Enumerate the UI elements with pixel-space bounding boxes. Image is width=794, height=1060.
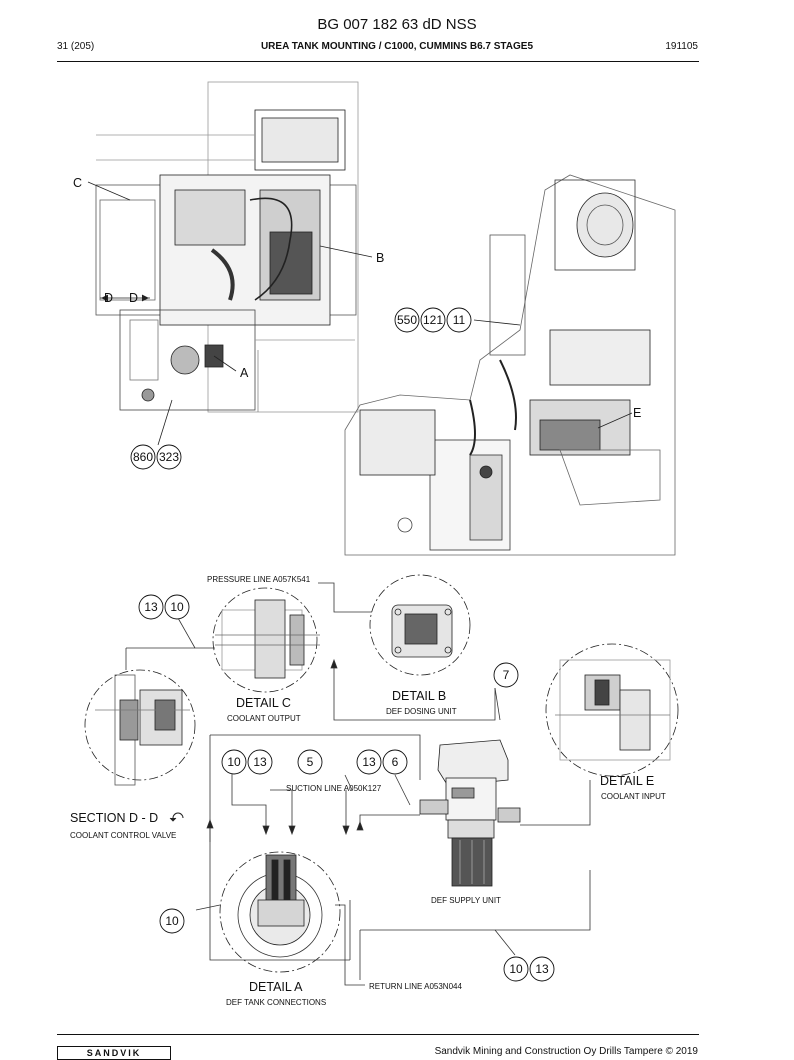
upper-right-engine-view <box>344 174 676 556</box>
item-bubble: 10 <box>509 962 523 976</box>
company-logo: SANDVIK <box>57 1046 171 1060</box>
bubble-group-13-6: 13 6 <box>356 749 408 775</box>
section-mark-d-left: D <box>104 291 113 305</box>
view-label-e: E <box>633 406 641 420</box>
view-label-b: B <box>376 251 384 265</box>
detail-a-view <box>219 851 341 973</box>
item-bubble: 7 <box>503 668 510 682</box>
item-bubble: 13 <box>362 755 376 769</box>
detail-c-title: DETAIL C <box>236 696 291 710</box>
section-dd-subtitle: COOLANT CONTROL VALVE <box>70 831 176 840</box>
item-bubble: 550 <box>397 313 417 327</box>
page-title: UREA TANK MOUNTING / C1000, CUMMINS B6.7… <box>260 41 534 52</box>
bubble-group-860-323: 860 323 <box>130 444 182 470</box>
detail-a-title: DETAIL A <box>249 980 303 994</box>
view-label-a: A <box>240 366 249 380</box>
item-bubble: 5 <box>307 755 314 769</box>
item-bubble: 10 <box>227 755 241 769</box>
section-dd-view <box>84 669 196 822</box>
section-mark-d-right: D <box>129 291 138 305</box>
connection-lines <box>125 582 591 986</box>
copyright-text: Sandvik Mining and Construction Oy Drill… <box>434 1046 698 1057</box>
item-bubble: 121 <box>423 313 443 327</box>
detail-b-title: DETAIL B <box>392 689 446 703</box>
document-number: BG 007 182 63 dD NSS <box>317 16 477 33</box>
def-supply-unit-label: DEF SUPPLY UNIT <box>431 896 501 905</box>
bubble-group-13-10-detail-c: 13 10 <box>138 594 190 620</box>
item-bubble: 13 <box>535 962 549 976</box>
return-line-label: RETURN LINE A053N044 <box>369 982 462 991</box>
header-rule <box>57 61 699 62</box>
detail-e-title: DETAIL E <box>600 774 654 788</box>
def-supply-unit-view <box>419 739 521 887</box>
view-label-c: C <box>73 176 82 190</box>
detail-e-subtitle: COOLANT INPUT <box>601 792 666 801</box>
detail-e-view <box>545 643 679 777</box>
detail-b-subtitle: DEF DOSING UNIT <box>386 707 457 716</box>
item-bubble: 13 <box>144 600 158 614</box>
revision-number: 191105 <box>665 41 698 52</box>
bubble-7: 7 <box>493 662 519 688</box>
bubble-group-550-121-11: 550 121 11 <box>394 307 472 333</box>
detail-a-subtitle: DEF TANK CONNECTIONS <box>226 998 326 1007</box>
section-dd-title: SECTION D - D <box>70 811 158 825</box>
upper-left-engine-view <box>87 81 373 446</box>
suction-line-label: SUCTION LINE A050K127 <box>286 784 382 793</box>
footer-rule <box>57 1034 699 1035</box>
item-bubble: 11 <box>453 313 466 327</box>
item-bubble: 13 <box>253 755 267 769</box>
bubble-10-detail-a: 10 <box>159 908 185 934</box>
pressure-line-label: PRESSURE LINE A057K541 <box>207 575 311 584</box>
bubble-group-10-13-return: 10 13 <box>503 956 555 982</box>
item-bubble: 10 <box>170 600 184 614</box>
bubble-5: 5 <box>297 749 323 775</box>
detail-b-view <box>369 574 471 676</box>
item-bubble: 860 <box>133 450 153 464</box>
item-bubble: 323 <box>159 450 179 464</box>
item-bubble: 10 <box>165 914 179 928</box>
bubble-group-10-13-suction: 10 13 <box>221 749 273 775</box>
detail-c-subtitle: COOLANT OUTPUT <box>227 714 301 723</box>
item-bubble: 6 <box>392 755 399 769</box>
detail-c-view <box>212 587 320 693</box>
page-number: 31 (205) <box>57 41 95 52</box>
